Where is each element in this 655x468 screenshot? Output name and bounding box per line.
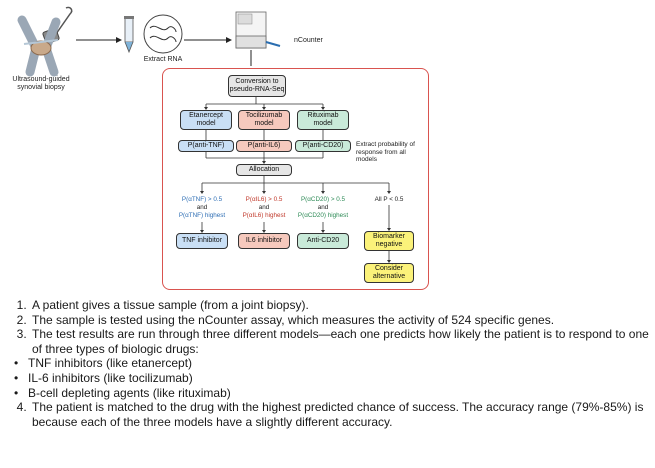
ncounter-label: nCounter xyxy=(294,37,323,44)
condition-il6-line2: and xyxy=(258,204,270,211)
condition-tnf-line2: and xyxy=(196,204,208,211)
prob-anti-tnf-node: P(anti-TNF) xyxy=(178,140,234,152)
steps-list: A patient gives a tissue sample (from a … xyxy=(6,298,655,429)
knee-joint-icon xyxy=(17,15,61,77)
condition-tnf-line3: P(αTNF) highest xyxy=(178,212,226,219)
drug-type-item: B-cell depleting agents (like rituximab) xyxy=(14,386,637,401)
flow-panel xyxy=(162,68,429,290)
drug-types-list: TNF inhibitors (like etanercept) IL-6 in… xyxy=(14,356,655,400)
consider-alternative-node: Consider alternative xyxy=(364,263,414,283)
step-3-text: The test results are run through three d… xyxy=(32,327,649,356)
flow-connectors xyxy=(200,97,391,263)
ncounter-machine-icon xyxy=(235,11,281,49)
step-4: The patient is matched to the drug with … xyxy=(30,400,655,429)
drug-type-item: IL-6 inhibitors (like tocilizumab) xyxy=(14,371,637,386)
condition-cd20-line1: P(αCD20) > 0.5 xyxy=(300,196,346,203)
etanercept-model-node: Etanercept model xyxy=(180,110,232,130)
rituximab-model-node: Rituximab model xyxy=(297,110,349,130)
drug-type-item: TNF inhibitors (like etanercept) xyxy=(14,356,637,371)
prob-anti-cd20-node: P(anti-CD20) xyxy=(295,140,351,152)
condition-none-line1: All P < 0.5 xyxy=(374,196,404,203)
condition-tnf: P(αTNF) > 0.5 and P(αTNF) highest xyxy=(170,196,234,220)
arrow-biopsy-to-rna xyxy=(76,37,122,43)
rna-circle-icon xyxy=(143,14,183,54)
allocation-node: Allocation xyxy=(236,164,292,176)
condition-il6-line3: P(αIL6) highest xyxy=(242,212,286,219)
conversion-node: Conversion to pseudo-RNA-Seq xyxy=(228,75,286,97)
anti-cd20-node: Anti-CD20 xyxy=(297,233,349,249)
step-1: A patient gives a tissue sample (from a … xyxy=(30,298,655,313)
condition-il6-line1: P(αIL6) > 0.5 xyxy=(245,196,283,203)
tocilizumab-model-node: Tocilizumab model xyxy=(238,110,290,130)
il6-inhibitor-node: IL6 inhibitor xyxy=(238,233,290,249)
step-3: The test results are run through three d… xyxy=(14,327,655,400)
step-2: The sample is tested using the nCounter … xyxy=(30,313,655,328)
condition-il6: P(αIL6) > 0.5 and P(αIL6) highest xyxy=(232,196,296,220)
extract-probability-note: Extract probability of response from all… xyxy=(356,141,415,163)
tnf-inhibitor-node: TNF inhibitor xyxy=(176,233,228,249)
biopsy-label: Ultrasound-guided synovial biopsy xyxy=(12,76,70,91)
condition-none: All P < 0.5 xyxy=(362,196,416,204)
condition-cd20-line3: P(αCD20) highest xyxy=(297,212,349,219)
condition-cd20: P(αCD20) > 0.5 and P(αCD20) highest xyxy=(291,196,355,220)
condition-tnf-line1: P(αTNF) > 0.5 xyxy=(181,196,223,203)
condition-cd20-line2: and xyxy=(317,204,329,211)
arrow-rna-to-ncounter xyxy=(184,37,232,43)
biomarker-negative-node: Biomarker negative xyxy=(364,231,414,251)
extract-rna-label: Extract RNA xyxy=(143,56,183,63)
top-illustrations xyxy=(17,6,281,77)
test-tube-icon xyxy=(124,16,134,54)
prob-anti-il6-node: P(anti-IL6) xyxy=(236,140,292,152)
